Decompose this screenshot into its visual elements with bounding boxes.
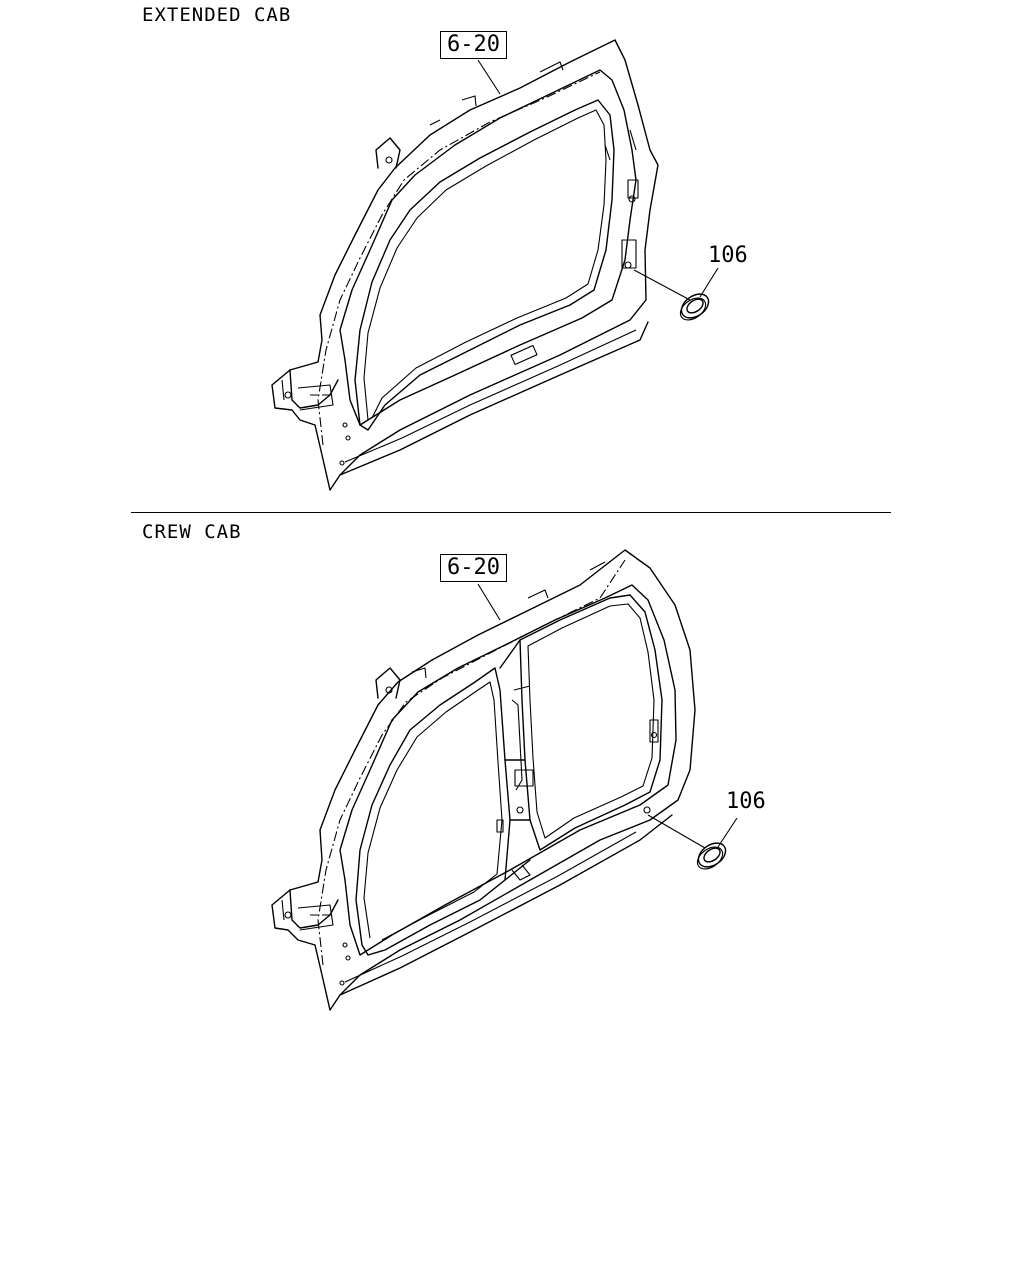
grommet-part (697, 842, 727, 868)
callout-part-number-crew-cab[interactable]: 106 (726, 789, 766, 814)
outer-frame (271, 39, 659, 491)
callout-part-number-extended-cab[interactable]: 106 (708, 243, 748, 268)
side-panel-extended-cab-drawing (271, 39, 719, 491)
leader-line-callout (647, 814, 706, 849)
reference-box-extended-cab[interactable]: 6-20 (440, 31, 507, 59)
reference-box-crew-cab[interactable]: 6-20 (440, 554, 507, 582)
rocker-sill (339, 814, 673, 996)
front-door-opening (355, 667, 511, 956)
leader-line-ref (477, 583, 501, 621)
leader-line-callout (633, 269, 691, 301)
section-divider (131, 512, 891, 513)
leader-line-ref (477, 59, 501, 95)
outer-frame (271, 549, 696, 1011)
rear-door-opening (519, 594, 663, 851)
door-opening (354, 99, 615, 431)
section-label-crew-cab: CREW CAB (142, 521, 242, 543)
rocker-sill (339, 321, 649, 476)
section-label-extended-cab: EXTENDED CAB (142, 4, 292, 26)
